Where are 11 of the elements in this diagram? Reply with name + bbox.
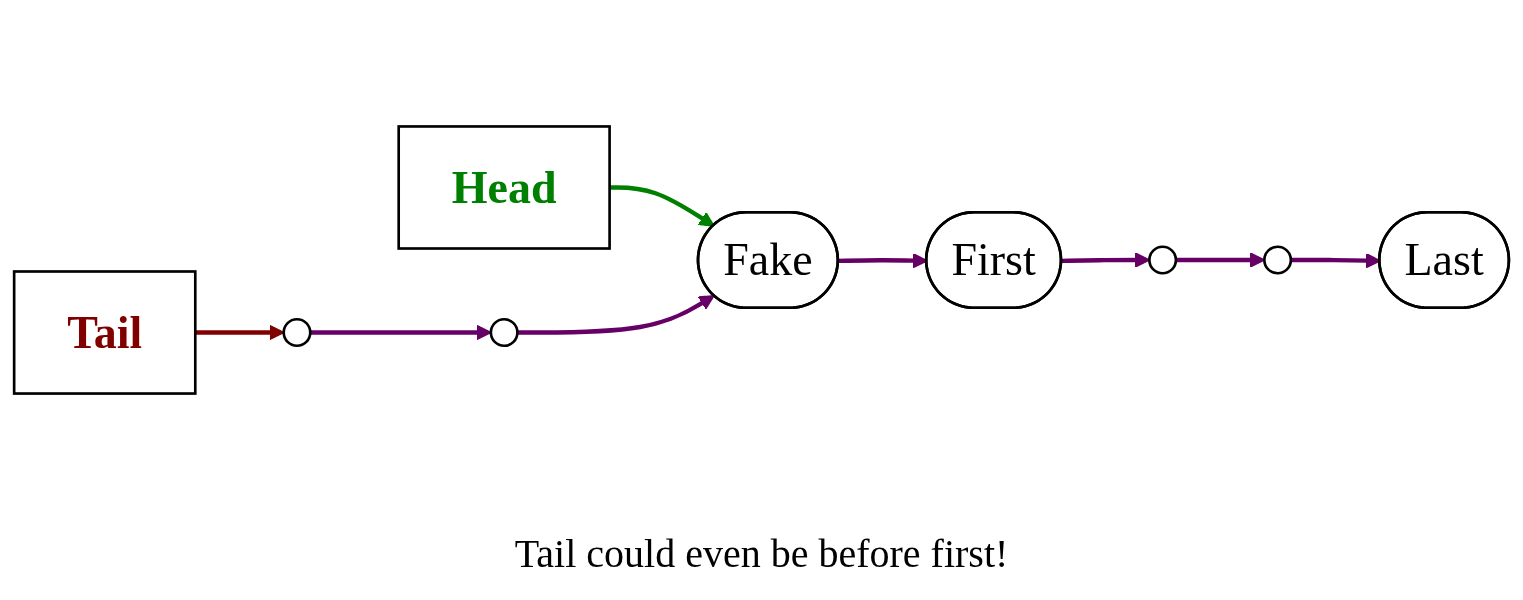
arrow [195, 324, 285, 341]
arrow [310, 324, 492, 341]
node-box: Head [397, 125, 611, 250]
node-circle [489, 317, 519, 348]
arrow [517, 295, 715, 335]
arrow [609, 185, 715, 227]
node-circle [1263, 245, 1293, 275]
node-circle [282, 317, 312, 348]
node-circle [1148, 245, 1178, 275]
node-box: Tail [12, 270, 197, 395]
note-text: Tail could even be before first! [513, 530, 1010, 577]
